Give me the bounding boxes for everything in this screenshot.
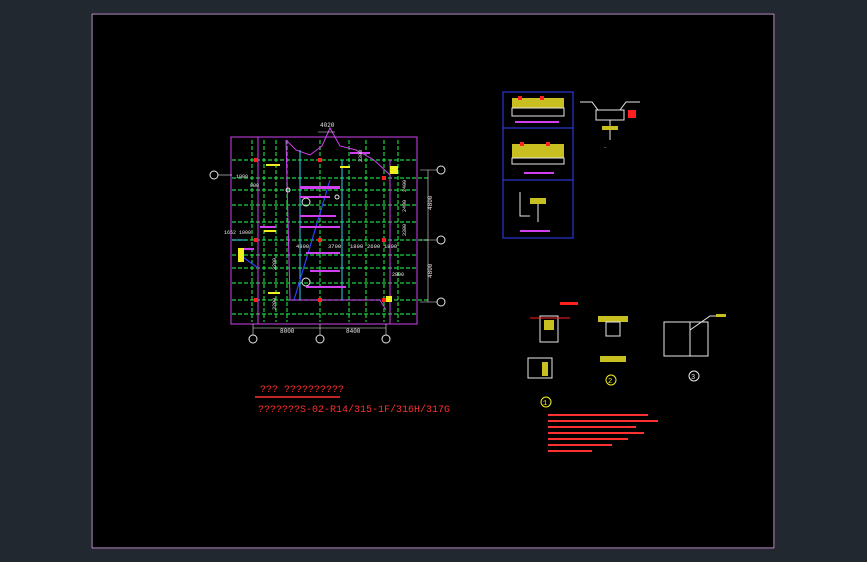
mid-dim-1: 4300 [296,243,309,250]
drawing-sheet [91,13,775,549]
detail-bubble-2: 2 [608,378,612,386]
left-dimension-bottom: 1652 1000 [224,230,251,236]
vertical-dim-5: 3200 [272,298,278,310]
bottom-dim-1: 8000 [280,328,295,335]
top-dimension: 4020 [320,122,335,129]
right-total-dim-top: 4800 [427,195,434,210]
right-total-dim-bottom: 4800 [427,263,434,278]
drawing-subtitle: ???????S-02-R14/315-1F/316H/317G [258,404,450,416]
drawing-title: ??? ?????????? [260,385,344,396]
floor-plan: 4020 4800 4800 2400 3300 2400 3200 3200 … [209,122,446,344]
vertical-dim-4: 3200 [272,258,278,270]
vertical-dim-2: 3300 [402,224,408,236]
bottom-dim-2: 8400 [346,328,361,335]
column-label: 800 [250,183,259,189]
detail-bubble-3: 3 [691,374,695,382]
vertical-dim-1: 2400 [402,180,408,192]
joint-details-panel: 1 2 3 [527,302,726,408]
mid-dim-4: 2600 [367,243,380,250]
left-dim-top: 3300 [358,150,364,162]
section-details-panel: — [502,91,640,239]
vertical-dim-6: 2800 [392,272,404,278]
svg-text:—: — [603,146,607,150]
general-notes [548,414,658,452]
vertical-dim-3: 2400 [402,200,408,212]
left-axis-label: 1000 [236,174,248,180]
mid-dim-2: 3700 [328,243,341,250]
title-block: ??? ?????????? ???????S-02-R14/315-1F/31… [255,385,450,416]
plan-outline [230,136,418,325]
mid-dim-3: 1800 [350,243,363,250]
sheet-border [91,13,775,549]
mid-dim-5: 1800 [384,243,397,250]
detail-bubble-1: 1 [543,400,547,408]
